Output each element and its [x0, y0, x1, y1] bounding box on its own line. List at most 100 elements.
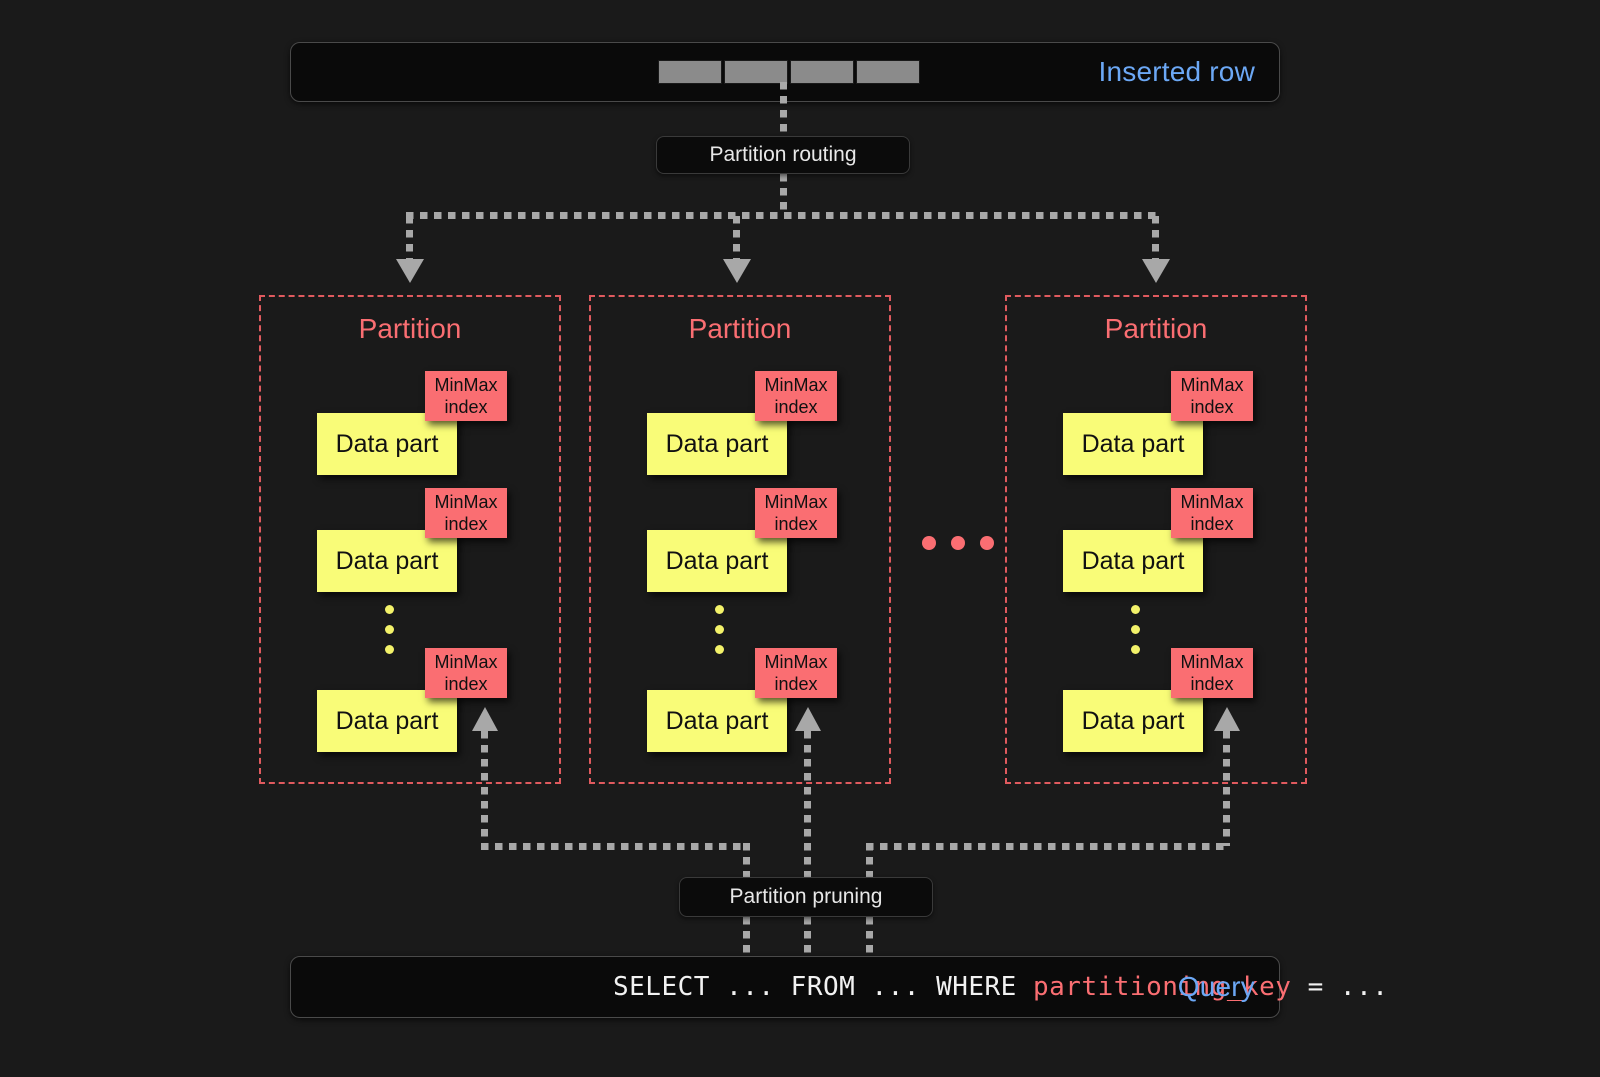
minmax-index-line1: MinMax [764, 375, 828, 395]
ellipsis-dot [385, 625, 394, 634]
row-cell [790, 60, 854, 84]
minmax-index-box: MinMax index [755, 488, 837, 538]
partition-box-1: Partition MinMax index Data part MinMax … [259, 295, 561, 784]
ellipsis-dot [715, 625, 724, 634]
minmax-index-line1: MinMax [764, 652, 828, 672]
ellipsis-dot [980, 536, 994, 550]
ellipsis-dot [922, 536, 936, 550]
connector-routing-down [780, 174, 787, 216]
minmax-index-box: MinMax index [1171, 648, 1253, 698]
data-part-ellipsis [1131, 605, 1140, 654]
ellipsis-dot [1131, 625, 1140, 634]
minmax-index-box: MinMax index [425, 371, 507, 421]
partition-pruning-badge: Partition pruning [679, 877, 933, 917]
minmax-index-line2: index [444, 397, 488, 417]
query-prefix: SELECT ... FROM ... WHERE [613, 972, 1033, 1002]
ellipsis-dot [715, 605, 724, 614]
query-label: Query [1177, 971, 1255, 1002]
ellipsis-dot [1131, 605, 1140, 614]
data-part-box: Data part [647, 690, 787, 752]
connector-row-to-routing [780, 82, 787, 136]
data-part-label: Data part [335, 546, 439, 575]
partition-box-2: Partition MinMax index Data part MinMax … [589, 295, 891, 784]
minmax-index-box: MinMax index [425, 648, 507, 698]
data-part-box: Data part [647, 530, 787, 592]
pruning-feed-right [866, 843, 873, 879]
data-part-group: MinMax index Data part [317, 488, 517, 598]
data-part-group: MinMax index Data part [647, 648, 847, 758]
data-part-label: Data part [1081, 546, 1185, 575]
minmax-index-line2: index [774, 397, 818, 417]
fanout-drop-2 [733, 216, 740, 264]
pruning-riser-1 [481, 731, 488, 846]
partition-box-3: Partition MinMax index Data part MinMax … [1005, 295, 1307, 784]
data-part-box: Data part [647, 413, 787, 475]
data-part-label: Data part [335, 706, 439, 735]
data-part-label: Data part [335, 429, 439, 458]
fanout-arrow-1-icon [396, 259, 424, 283]
data-part-box: Data part [317, 413, 457, 475]
pruning-bus-right [866, 843, 1230, 850]
data-part-group: MinMax index Data part [1063, 371, 1263, 481]
data-part-label: Data part [1081, 706, 1185, 735]
ellipsis-dot [385, 605, 394, 614]
data-part-group: MinMax index Data part [1063, 488, 1263, 598]
fanout-arrow-2-icon [723, 259, 751, 283]
data-part-label: Data part [665, 706, 769, 735]
minmax-index-line2: index [1190, 514, 1234, 534]
minmax-index-line1: MinMax [434, 492, 498, 512]
data-part-group: MinMax index Data part [647, 488, 847, 598]
pruning-bus-left [481, 843, 747, 850]
data-part-box: Data part [317, 690, 457, 752]
pruning-to-query-3 [866, 917, 873, 959]
minmax-index-line2: index [1190, 674, 1234, 694]
ellipsis-dot [385, 645, 394, 654]
minmax-index-line2: index [444, 674, 488, 694]
data-part-box: Data part [1063, 413, 1203, 475]
fanout-arrow-3-icon [1142, 259, 1170, 283]
pruning-arrow-1-icon [472, 707, 498, 731]
data-part-box: Data part [1063, 690, 1203, 752]
fanout-bus [406, 212, 1160, 219]
pruning-to-query-2 [804, 917, 811, 959]
query-partitioning-key: partitioning_key [1033, 972, 1292, 1002]
fanout-drop-1 [406, 216, 413, 264]
data-part-group: MinMax index Data part [317, 648, 517, 758]
partition-title-3: Partition [1104, 313, 1208, 344]
minmax-index-line1: MinMax [1180, 492, 1244, 512]
minmax-index-line1: MinMax [434, 375, 498, 395]
minmax-index-box: MinMax index [1171, 371, 1253, 421]
fanout-drop-3 [1152, 216, 1159, 264]
minmax-index-box: MinMax index [425, 488, 507, 538]
partition-routing-label: Partition routing [709, 143, 857, 166]
partition-pruning-label: Partition pruning [729, 885, 883, 908]
pruning-riser-3 [1223, 731, 1230, 846]
query-bar: SELECT ... FROM ... WHERE partitioning_k… [290, 956, 1388, 1018]
ellipsis-dot [951, 536, 965, 550]
data-part-ellipsis [715, 605, 724, 654]
partition-routing-badge: Partition routing [656, 136, 910, 174]
pruning-riser-2 [804, 731, 811, 877]
inserted-row-label: Inserted row [1098, 56, 1255, 87]
minmax-index-line2: index [774, 674, 818, 694]
data-part-box: Data part [317, 530, 457, 592]
data-part-group: MinMax index Data part [317, 371, 517, 481]
row-cell [658, 60, 722, 84]
data-part-box: Data part [1063, 530, 1203, 592]
data-part-ellipsis [385, 605, 394, 654]
ellipsis-dot [1131, 645, 1140, 654]
data-part-label: Data part [665, 429, 769, 458]
minmax-index-box: MinMax index [755, 648, 837, 698]
query-suffix: = ... [1291, 972, 1389, 1002]
minmax-index-line2: index [774, 514, 818, 534]
row-cell [856, 60, 920, 84]
query-sql-text: SELECT ... FROM ... WHERE partitioning_k… [613, 972, 1388, 1002]
pruning-feed-left [743, 843, 750, 879]
minmax-index-line2: index [444, 514, 488, 534]
minmax-index-line1: MinMax [1180, 652, 1244, 672]
data-part-label: Data part [665, 546, 769, 575]
data-part-label: Data part [1081, 429, 1185, 458]
minmax-index-line1: MinMax [764, 492, 828, 512]
minmax-index-line1: MinMax [1180, 375, 1244, 395]
